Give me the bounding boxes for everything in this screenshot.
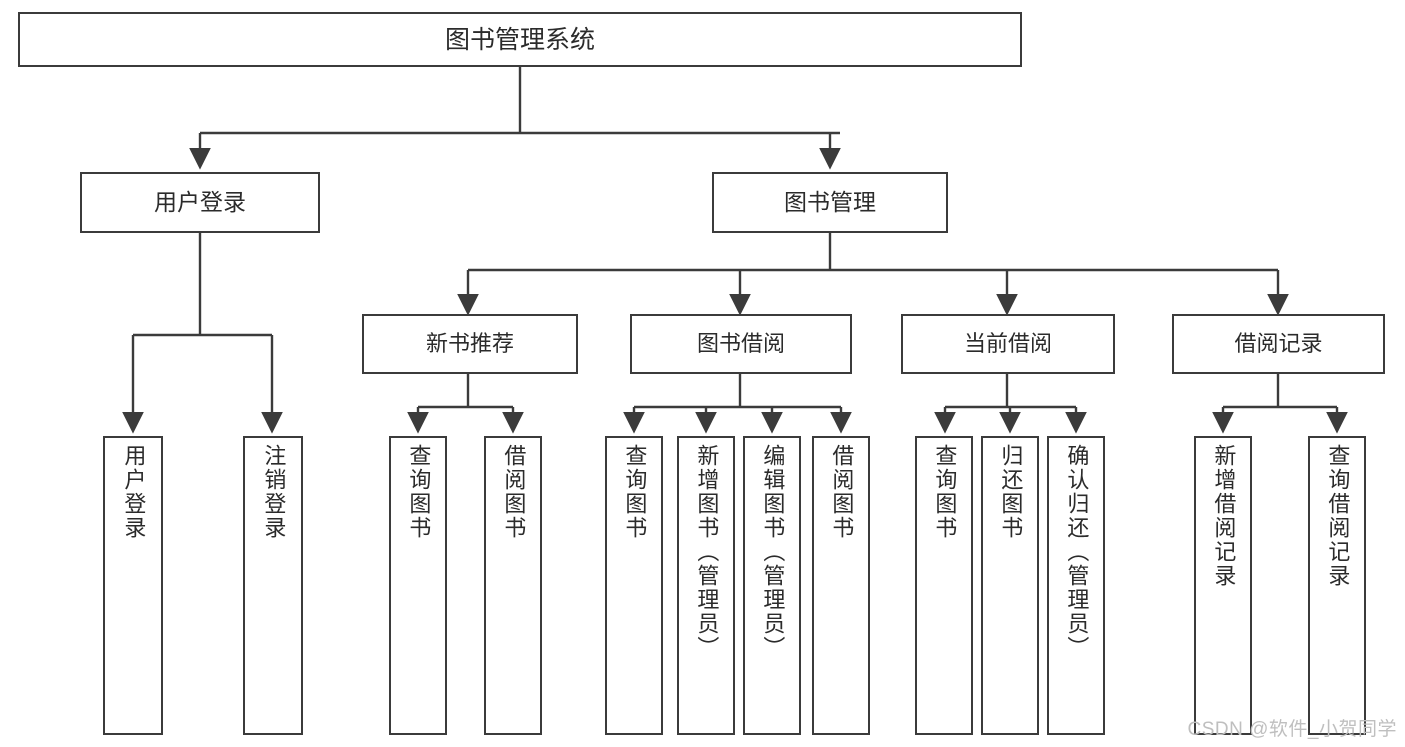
node-new-book-recommend[interactable]: 新书推荐	[362, 314, 578, 374]
node-leaf-new-book-query[interactable]: 查询图书	[389, 436, 447, 735]
node-book-management[interactable]: 图书管理	[712, 172, 948, 233]
node-label: 查询图书	[406, 444, 432, 540]
node-leaf-book-borrow-query[interactable]: 查询图书	[605, 436, 663, 735]
node-label: 用户登录	[121, 444, 147, 540]
node-label: 查询借阅记录	[1325, 444, 1351, 588]
watermark-text: CSDN @软件_小贺同学	[1187, 719, 1397, 740]
node-user-login[interactable]: 用户登录	[80, 172, 320, 233]
node-leaf-book-borrow-add[interactable]: 新增图书（管理员）	[677, 436, 735, 735]
node-label: 借阅图书	[501, 444, 527, 540]
node-leaf-borrow-record-query[interactable]: 查询借阅记录	[1308, 436, 1366, 735]
node-label: 新增借阅记录	[1211, 444, 1237, 588]
node-label: 借阅记录	[1234, 330, 1323, 356]
node-leaf-current-borrow-query[interactable]: 查询图书	[915, 436, 973, 735]
node-label: 借阅图书	[829, 444, 855, 540]
node-label: 归还图书	[998, 444, 1024, 540]
node-leaf-borrow-record-add[interactable]: 新增借阅记录	[1194, 436, 1252, 735]
node-root-book-management-system[interactable]: 图书管理系统	[18, 12, 1022, 67]
node-label: 编辑图书（管理员）	[760, 444, 786, 660]
node-leaf-user-login-logout[interactable]: 注销登录	[243, 436, 303, 735]
node-label: 当前借阅	[963, 330, 1052, 356]
node-leaf-new-book-borrow[interactable]: 借阅图书	[484, 436, 542, 735]
node-label: 新增图书（管理员）	[694, 444, 720, 660]
node-current-borrow[interactable]: 当前借阅	[901, 314, 1115, 374]
node-label: 图书借阅	[696, 330, 785, 356]
node-label: 新书推荐	[425, 330, 514, 356]
node-leaf-current-borrow-return[interactable]: 归还图书	[981, 436, 1039, 735]
node-label: 图书管理	[784, 188, 876, 215]
node-borrow-record[interactable]: 借阅记录	[1172, 314, 1385, 374]
node-leaf-user-login-login[interactable]: 用户登录	[103, 436, 163, 735]
node-book-borrow[interactable]: 图书借阅	[630, 314, 852, 374]
node-label: 注销登录	[261, 444, 287, 540]
node-leaf-book-borrow-edit[interactable]: 编辑图书（管理员）	[743, 436, 801, 735]
node-label: 用户登录	[154, 188, 246, 215]
node-label: 确认归还（管理员）	[1064, 444, 1090, 660]
node-label: 图书管理系统	[444, 25, 595, 54]
node-label: 查询图书	[932, 444, 958, 540]
node-leaf-current-borrow-confirm-return[interactable]: 确认归还（管理员）	[1047, 436, 1105, 735]
node-label: 查询图书	[622, 444, 648, 540]
node-leaf-book-borrow-borrow[interactable]: 借阅图书	[812, 436, 870, 735]
